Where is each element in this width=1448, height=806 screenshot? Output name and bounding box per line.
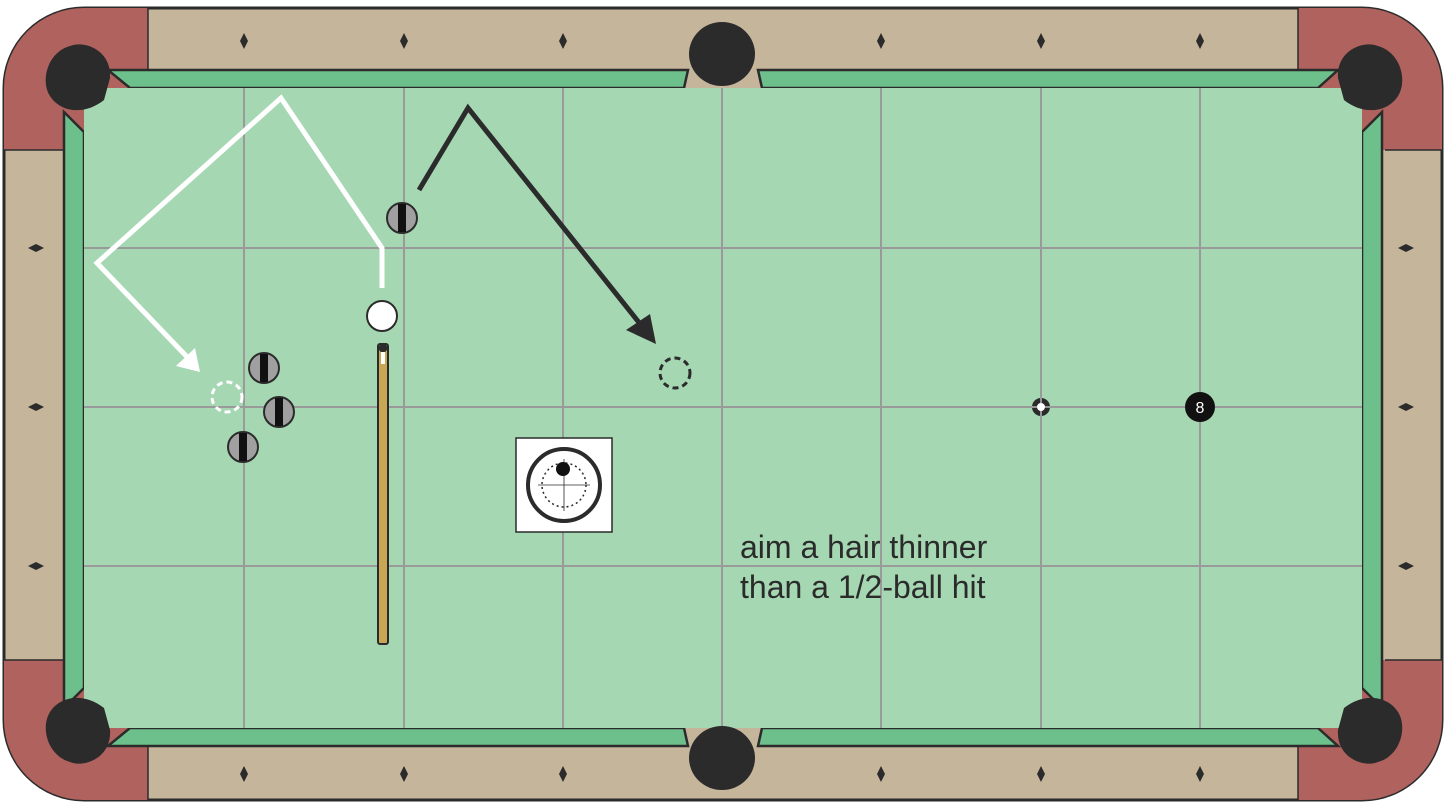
cluster-ball [264,397,294,427]
caption-line-2: than a 1/2-ball hit [740,569,986,605]
caption-line-1: aim a hair thinner [740,529,988,565]
cue-stick [378,344,388,644]
foot-spot-icon [1032,398,1050,416]
tip-position-icon [516,438,612,532]
object-ball [387,203,417,233]
cluster-ball [249,353,279,383]
eight-ball: 8 [1185,392,1215,422]
tip-contact-point [556,462,570,476]
cluster-ball [228,432,258,462]
pocket-top-middle [689,22,755,86]
pocket-bottom-middle [689,726,755,790]
eight-ball-number: 8 [1196,400,1205,417]
cue-ball [367,301,397,331]
